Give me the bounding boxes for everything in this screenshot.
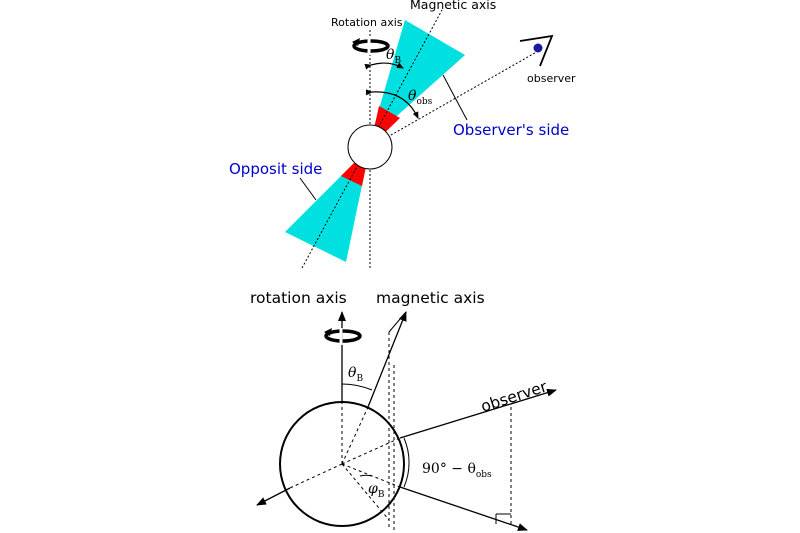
top-theta-obs-label: θobs (408, 88, 433, 107)
top-theta-b-subscript: B (394, 56, 401, 66)
bottom-phi-b-subscript: B (378, 490, 385, 500)
top-diagram: Rotation axis Magnetic axis observer θB … (229, 0, 576, 269)
opposite-side-label: Opposit side (229, 160, 322, 178)
top-theta-b-symbol: θ (386, 47, 395, 63)
magnetic-axis-line (301, 9, 443, 269)
equatorial-projection (341, 463, 390, 521)
ninety-minus-theta-obs-main: 90° − θ (422, 461, 476, 477)
bottom-theta-b-arc (341, 383, 373, 391)
phi-b-arc (359, 474, 373, 477)
bottom-observer-label: observer (479, 377, 550, 415)
top-magnetic-axis-label: Magnetic axis (410, 0, 496, 12)
neutron-star (347, 124, 393, 170)
bottom-rotation-arrow-icon (324, 328, 362, 345)
bottom-theta-b-label: θB (348, 365, 363, 384)
theta-obs-arc (365, 89, 419, 119)
theta-b-arc (364, 62, 404, 70)
magnetic-projection-top (388, 311, 407, 333)
bottom-observer-line (399, 388, 557, 439)
opposite-side-pointer (299, 177, 317, 201)
ninety-minus-theta-arc (403, 437, 410, 488)
bottom-phi-b-symbol: φ (368, 481, 378, 497)
right-angle-mark (495, 513, 511, 524)
observers-side-label: Observer's side (453, 121, 569, 139)
bottom-magnetic-axis (367, 311, 407, 408)
top-theta-b-label: θB (386, 47, 401, 66)
bottom-diagram: rotation axis magnetic axis observer θB … (250, 289, 557, 531)
ninety-minus-theta-obs-subscript: obs (476, 470, 492, 480)
bottom-theta-b-subscript: B (356, 374, 363, 384)
top-theta-obs-subscript: obs (416, 97, 432, 107)
equatorial-line (399, 486, 528, 531)
top-theta-obs-symbol: θ (408, 88, 417, 104)
observers-side-pointer (442, 74, 468, 121)
bottom-rotation-axis-label: rotation axis (250, 289, 347, 307)
bottom-theta-b-symbol: θ (348, 365, 357, 381)
bottom-magnetic-axis-label: magnetic axis (376, 289, 485, 307)
lower-left-axis-inside (289, 463, 343, 489)
lower-left-axis (256, 487, 291, 506)
bottom-phi-b-label: φB (368, 481, 385, 500)
bottom-magnetic-axis-inside (341, 406, 369, 465)
ninety-minus-theta-obs-label: 90° − θobs (422, 461, 492, 480)
top-observer-label: observer (527, 72, 576, 85)
observer-eye-icon (519, 34, 554, 67)
rotation-arrow-icon (352, 38, 390, 55)
top-rotation-axis-label: Rotation axis (331, 16, 403, 29)
bottom-observer-inside (341, 437, 401, 465)
